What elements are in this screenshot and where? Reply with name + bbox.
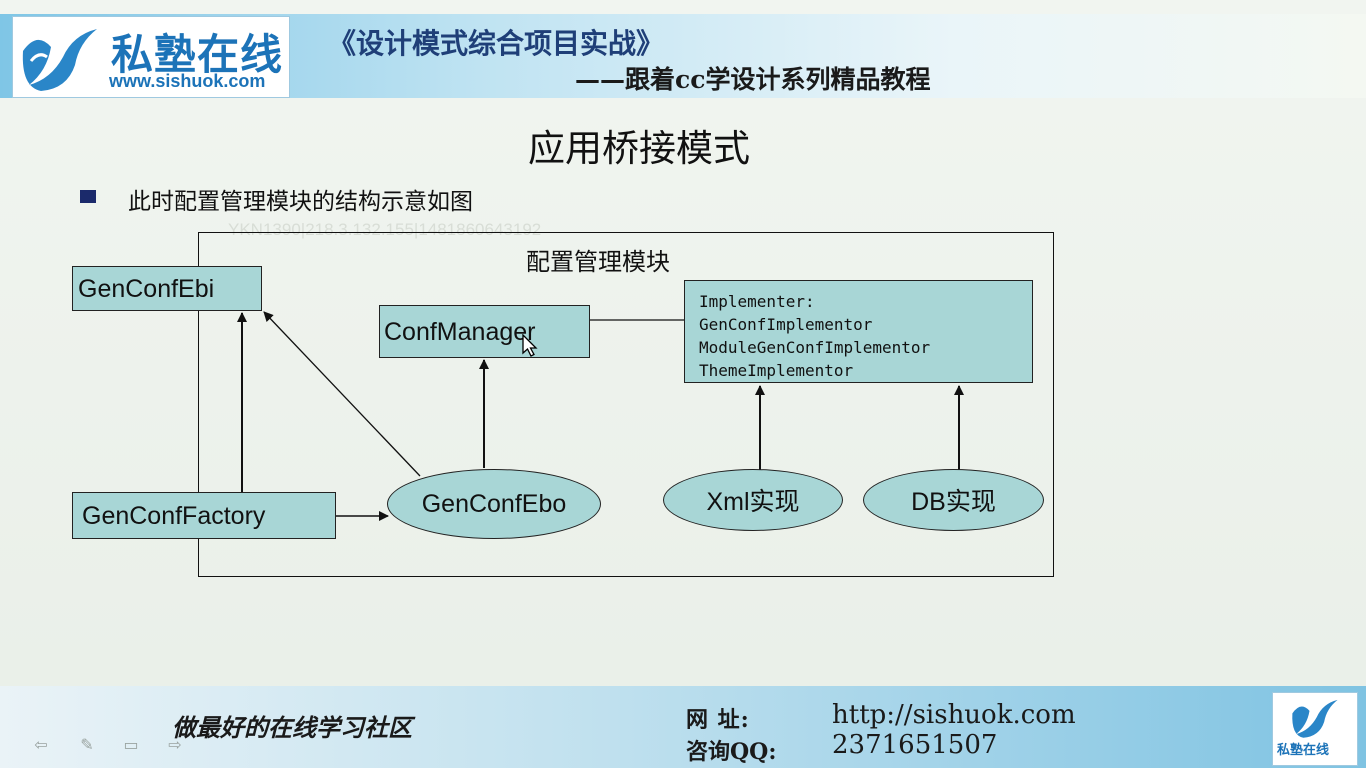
xml-impl-node: Xml实现	[663, 469, 843, 531]
bullet-text: 此时配置管理模块的结构示意如图	[128, 189, 473, 215]
implementer-line: ModuleGenConfImplementor	[699, 338, 931, 357]
ebo-to-ebi-arrow	[263, 311, 421, 477]
implementer-line: Implementer:	[699, 292, 815, 311]
course-title: 《设计模式综合项目实战》	[328, 27, 665, 60]
gen-conf-ebi-node: GenConfEbi	[72, 266, 262, 311]
logo-bird-icon	[1292, 699, 1338, 738]
footer-logo: 私塾在线	[1272, 692, 1358, 766]
mouse-pointer-icon	[522, 334, 538, 357]
footer-banner	[0, 686, 1366, 768]
qq-number: 2371651507	[832, 730, 998, 760]
logo-bird-icon	[22, 29, 97, 91]
pen-icon[interactable]: ✎	[80, 735, 94, 754]
implementer-line: ThemeImplementor	[699, 361, 854, 380]
back-arrow-icon[interactable]: ⇦	[34, 735, 48, 754]
implementer-line: GenConfImplementor	[699, 315, 873, 334]
course-subtitle: ——跟着cc学设计系列精品教程	[575, 65, 931, 94]
qq-label: 咨询QQ:	[686, 739, 777, 765]
logo-url: www.sishuok.com	[109, 71, 266, 91]
module-label: 配置管理模块	[526, 248, 670, 276]
gen-conf-factory-node: GenConfFactory	[72, 492, 336, 539]
implementer-node: Implementer: GenConfImplementor ModuleGe…	[684, 280, 1033, 383]
footer-logo-text: 私塾在线	[1277, 743, 1330, 758]
site-label: 网 址:	[686, 707, 750, 733]
watermark: YKN1390|218.3.132.155|1481860643192	[228, 220, 542, 239]
slide-title: 应用桥接模式	[528, 127, 750, 170]
site-url: http://sishuok.com	[832, 700, 1076, 730]
site-logo: 私塾在线 www.sishuok.com	[12, 16, 290, 98]
conf-manager-node: ConfManager	[379, 305, 590, 358]
logo-text: 私塾在线	[111, 30, 284, 79]
forward-arrow-icon[interactable]: ⇨	[168, 735, 182, 754]
footer-slogan: 做最好的在线学习社区	[172, 713, 412, 742]
menu-icon[interactable]: ▭	[123, 735, 139, 754]
db-impl-node: DB实现	[863, 469, 1044, 531]
module-boundary	[198, 232, 1054, 577]
bullet-marker	[80, 190, 96, 203]
gen-conf-ebo-node: GenConfEbo	[387, 469, 601, 539]
